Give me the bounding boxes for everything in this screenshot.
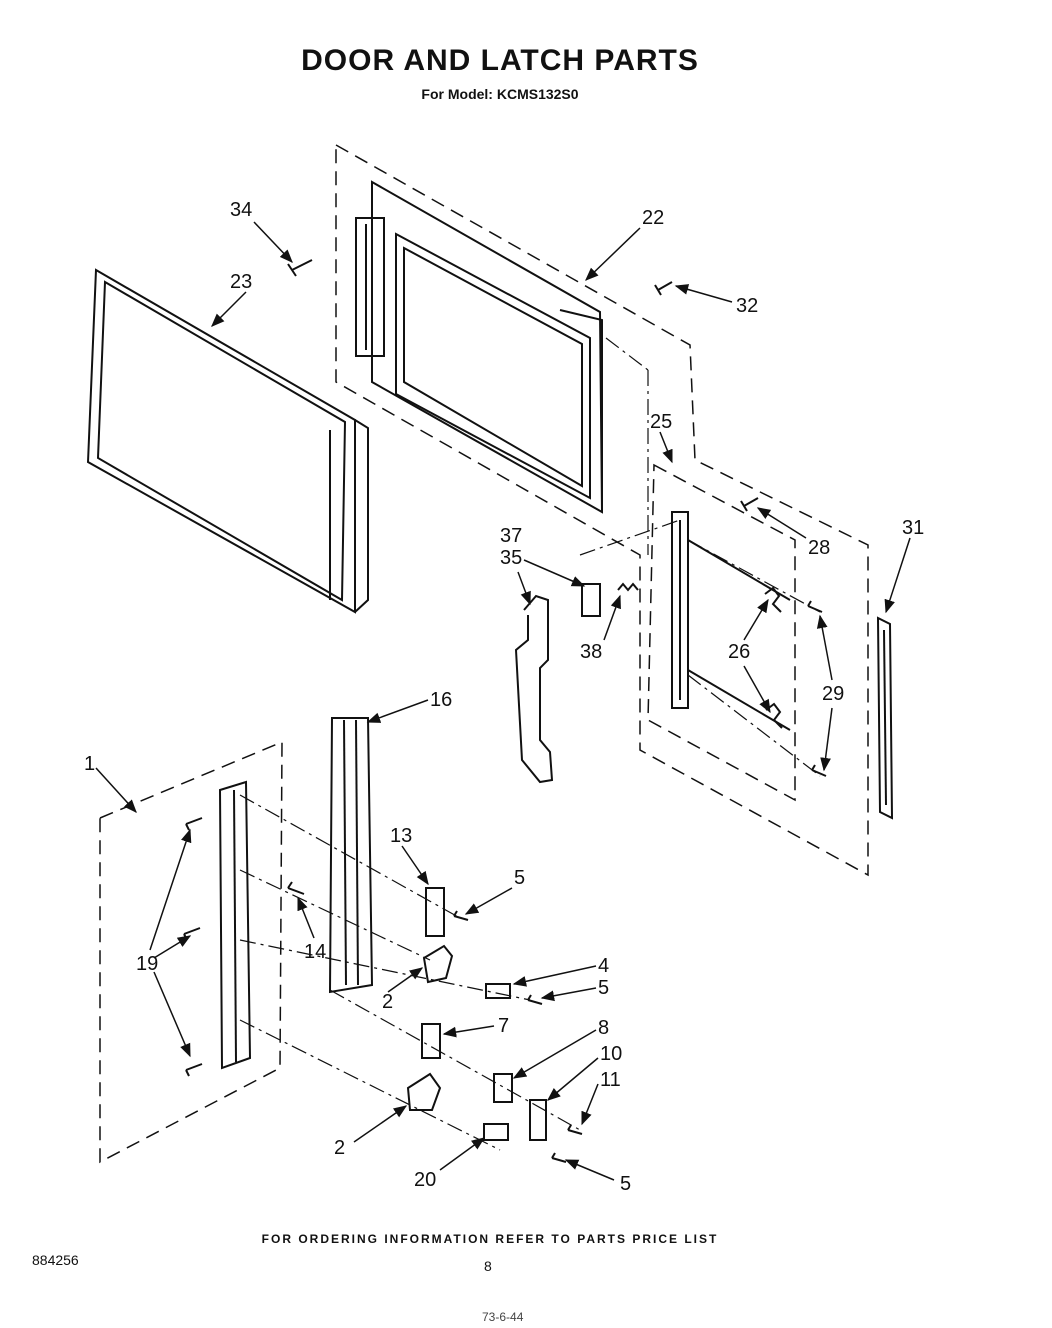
callout-5-lower: 5 — [620, 1173, 631, 1195]
part-16-channel — [328, 717, 374, 994]
part-14-screw — [287, 881, 305, 895]
door-assembly-boundary — [335, 143, 869, 877]
callout-25: 25 — [650, 411, 672, 433]
part-32-screw — [654, 281, 673, 296]
callout-10: 10 — [600, 1043, 622, 1065]
callout-16: 16 — [430, 689, 452, 711]
part-37-latch-block — [581, 583, 601, 617]
part-5-screw-lower — [551, 1152, 567, 1163]
callout-20: 20 — [414, 1169, 436, 1191]
callout-32: 32 — [736, 295, 758, 317]
callout-2-lower: 2 — [334, 1137, 345, 1159]
part-22-door-frame — [355, 180, 604, 514]
latch-frame-boundary — [647, 463, 796, 802]
part-8-switch — [493, 1073, 513, 1103]
part-25-latch-frame — [671, 511, 791, 731]
part-2-cam-lower — [406, 1072, 442, 1111]
callout-11: 11 — [600, 1069, 621, 1091]
model-subtitle: For Model: KCMS132S0 — [421, 86, 579, 102]
latch-switch-parts — [406, 887, 547, 1141]
callout-38: 38 — [580, 641, 602, 663]
callout-29: 29 — [822, 683, 844, 705]
callout-13: 13 — [390, 825, 412, 847]
callout-35: 35 — [500, 547, 522, 569]
callout-5-upper: 5 — [514, 867, 525, 889]
callout-26: 26 — [728, 641, 750, 663]
part-26-springs — [764, 586, 783, 729]
part-28-screw — [740, 497, 759, 512]
part-10-bracket — [529, 1099, 547, 1141]
part-19-screw-bottom — [185, 1063, 203, 1077]
choke-assembly-boundary — [99, 740, 283, 1164]
assembly-centerlines — [239, 337, 821, 1151]
callout-34: 34 — [230, 199, 252, 221]
part-7-plate — [421, 1023, 441, 1059]
page-title: DOOR AND LATCH PARTS — [301, 44, 699, 77]
callout-1: 1 — [84, 753, 95, 775]
callout-14: 14 — [304, 941, 326, 963]
screws — [183, 259, 827, 1163]
callout-8: 8 — [598, 1017, 609, 1039]
callout-28: 28 — [808, 537, 830, 559]
leader-lines — [95, 221, 911, 1181]
callout-2-upper: 2 — [382, 991, 393, 1013]
part-1-bracket — [218, 780, 252, 1070]
callout-19: 19 — [136, 953, 158, 975]
callout-4: 4 — [598, 955, 609, 977]
callout-31: 31 — [902, 517, 924, 539]
part-13-switch — [425, 887, 445, 937]
callout-labels: 34 23 22 32 25 28 31 37 35 38 26 29 16 1… — [84, 199, 924, 1195]
callout-23: 23 — [230, 271, 252, 293]
part-4-switch — [485, 983, 511, 999]
callout-22: 22 — [642, 207, 664, 229]
page-number: 8 — [484, 1258, 492, 1274]
part-11-screw — [567, 1124, 583, 1135]
handwritten-note: 73-6-44 — [482, 1310, 524, 1324]
part-2-cam-upper — [422, 944, 454, 984]
part-35-latch-lever — [514, 594, 554, 784]
part-19-screw-top — [185, 817, 203, 831]
part-38-latch-spring — [617, 582, 639, 592]
callout-37: 37 — [500, 525, 522, 547]
callout-5-mid: 5 — [598, 977, 609, 999]
ordering-note: FOR ORDERING INFORMATION REFER TO PARTS … — [261, 1232, 719, 1246]
callout-7: 7 — [498, 1015, 509, 1037]
part-23-door-panel — [86, 268, 369, 614]
part-20-switch — [483, 1123, 509, 1141]
document-part-number: 884256 — [32, 1252, 79, 1268]
part-31-strip — [876, 616, 894, 820]
assembly-boundaries — [99, 143, 869, 1164]
part-34-screw — [287, 259, 313, 277]
